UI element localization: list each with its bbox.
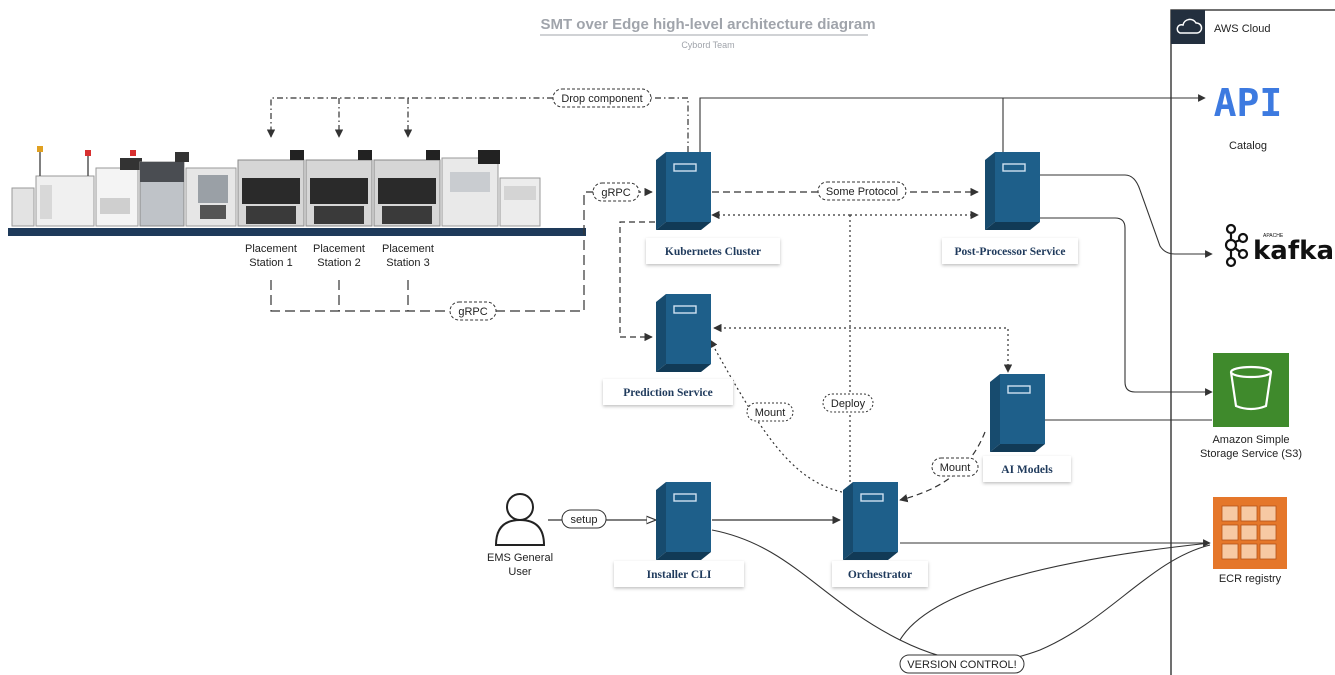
kafka-logo: kafka xyxy=(1253,236,1334,266)
cloud-icon xyxy=(1176,18,1203,34)
container-grid-icon xyxy=(1221,505,1277,560)
ai-models-label: AI Models xyxy=(1001,464,1053,476)
kubernetes-cluster-label: Kubernetes Cluster xyxy=(665,246,761,258)
ecr-registry: ECR registry xyxy=(1213,497,1287,585)
orchestrator-node: Orchestrator xyxy=(832,481,928,587)
post-processor-label: Post-Processor Service xyxy=(954,246,1065,258)
svg-text:Mount: Mount xyxy=(940,462,971,474)
edge-label-drop-component: Drop component xyxy=(552,88,652,108)
svg-text:gRPC: gRPC xyxy=(458,306,487,318)
svg-text:Mount: Mount xyxy=(755,407,786,419)
aws-cloud-region: AWS Cloud xyxy=(1170,9,1335,675)
edge-label-deploy: Deploy xyxy=(822,393,874,413)
kafka-tag: APACHE xyxy=(1263,233,1284,239)
edge-version-control-2 xyxy=(899,542,1211,641)
svg-text:Some Protocol: Some Protocol xyxy=(826,186,898,198)
s3-label-line2: Storage Service (S3) xyxy=(1200,448,1302,460)
svg-text:gRPC: gRPC xyxy=(601,187,630,199)
kafka-service: APACHE kafka xyxy=(1224,223,1334,268)
kubernetes-cluster-node: Kubernetes Cluster xyxy=(646,151,780,264)
edge-label-grpc-bottom: gRPC xyxy=(449,301,497,321)
installer-cli-label: Installer CLI xyxy=(647,569,712,581)
api-logo: API xyxy=(1214,81,1283,125)
diagram-title: SMT over Edge high-level architecture di… xyxy=(540,16,875,33)
svg-text:setup: setup xyxy=(571,514,598,526)
edge-label-mount-right: Mount xyxy=(931,457,979,477)
prediction-service-node: Prediction Service xyxy=(603,293,733,405)
orchestrator-label: Orchestrator xyxy=(848,569,912,581)
aws-cloud-label: AWS Cloud xyxy=(1214,23,1270,35)
installer-cli-node: Installer CLI xyxy=(614,481,744,587)
kubernetes-cluster-label-box xyxy=(646,238,780,264)
edge-label-mount-left: Mount xyxy=(746,402,794,422)
s3-service: Amazon Simple Storage Service (S3) xyxy=(1200,353,1302,460)
user-icon xyxy=(506,493,534,521)
api-catalog-label: Catalog xyxy=(1229,140,1267,152)
ems-user: EMS General User xyxy=(487,493,553,578)
diagram-subtitle: Cybord Team xyxy=(681,40,734,50)
bucket-icon xyxy=(1229,365,1273,411)
edge-k8s-api xyxy=(699,94,1206,152)
edge-label-setup: setup xyxy=(561,509,607,529)
edge-k8s-prediction xyxy=(619,221,655,342)
edge-label-grpc-top: gRPC xyxy=(592,182,640,202)
prediction-service-label-box xyxy=(603,379,733,405)
installer-cli-label-box xyxy=(614,561,744,587)
prediction-service-label: Prediction Service xyxy=(623,387,713,399)
edge-deploy xyxy=(711,210,979,482)
edge-post-kafka xyxy=(1040,174,1213,258)
edge-mount-left xyxy=(709,339,843,493)
svg-text:Drop component: Drop component xyxy=(561,93,642,105)
kafka-icon xyxy=(1224,223,1249,268)
edge-drop-component xyxy=(266,97,689,152)
ecr-label: ECR registry xyxy=(1219,573,1282,585)
edge-mount-right xyxy=(899,431,986,503)
ai-models-label-box xyxy=(983,456,1071,482)
smt-production-line xyxy=(8,146,586,236)
user-label-line1: EMS General xyxy=(487,552,553,564)
ai-models-node: AI Models xyxy=(983,373,1071,482)
edge-post-s3 xyxy=(1040,217,1213,396)
svg-text:Deploy: Deploy xyxy=(831,398,866,410)
post-processor-label-box xyxy=(942,238,1078,264)
edge-version-control xyxy=(711,529,1211,663)
svg-text:VERSION CONTROL!: VERSION CONTROL! xyxy=(907,659,1016,671)
edge-prediction-ai xyxy=(713,323,1013,373)
user-label-line2: User xyxy=(508,566,532,578)
edge-label-version-control: VERSION CONTROL! xyxy=(899,654,1025,674)
s3-label-line1: Amazon Simple xyxy=(1212,434,1289,446)
api-catalog: API Catalog xyxy=(1214,81,1283,152)
orchestrator-label-box xyxy=(832,561,928,587)
post-processor-node: Post-Processor Service xyxy=(942,151,1078,264)
edge-label-some-protocol: Some Protocol xyxy=(817,181,907,201)
